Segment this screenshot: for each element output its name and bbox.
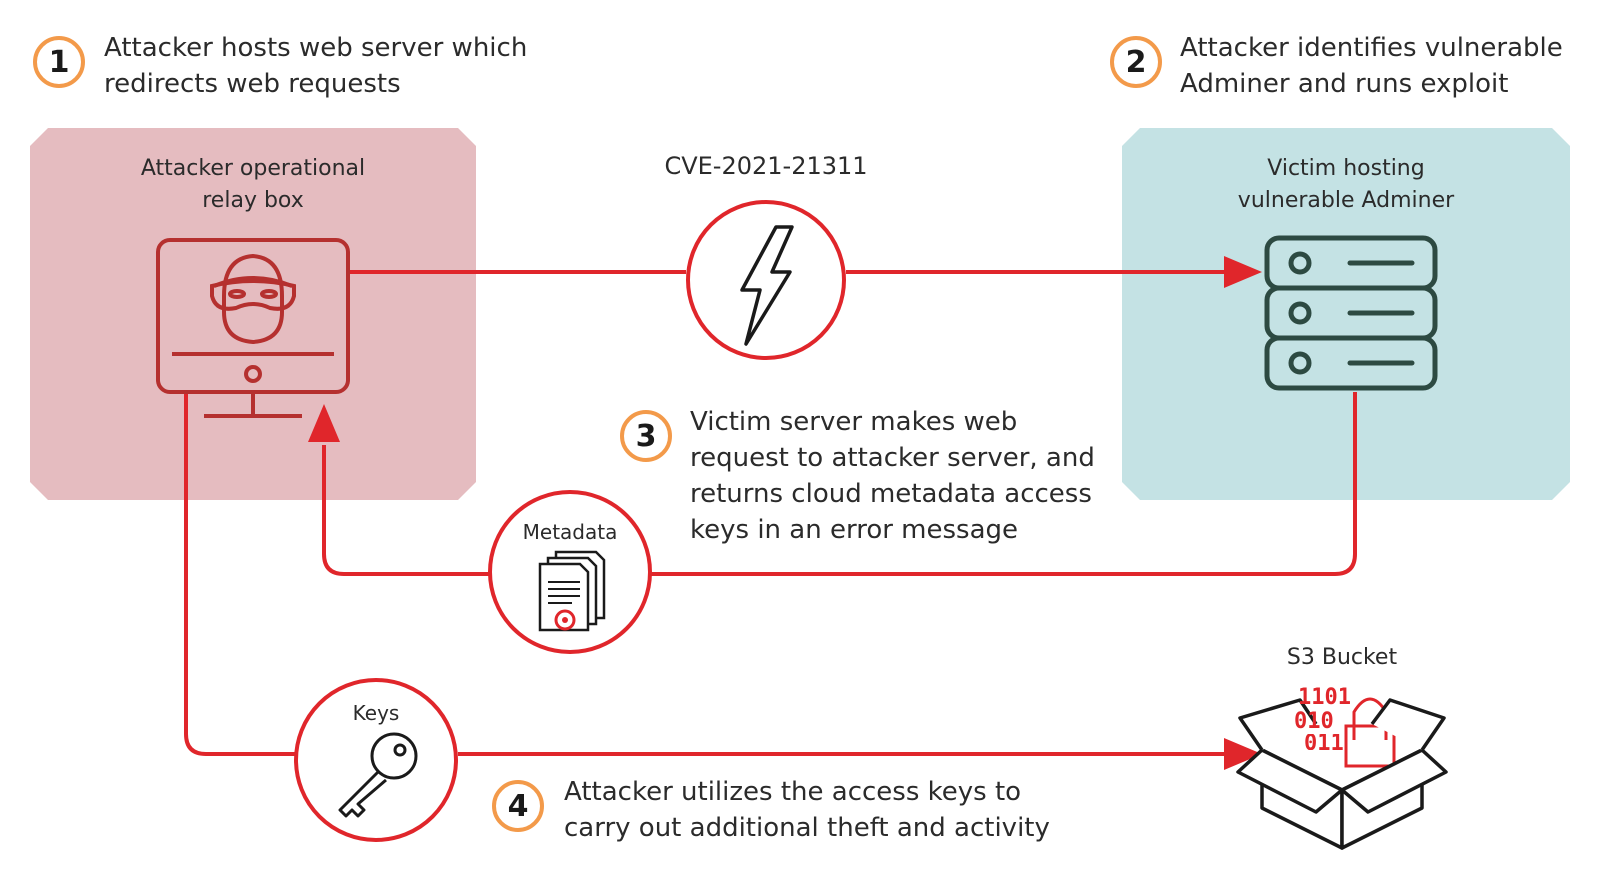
exploit-label: CVE-2021-21311 [664, 152, 868, 180]
attacker-box-title-2: relay box [202, 188, 304, 213]
step-1-badge: 1 [33, 36, 85, 88]
victim-box-title-1: Victim hosting [1267, 156, 1425, 181]
victim-box [1122, 128, 1570, 500]
binary-line-2: 010 [1294, 709, 1334, 734]
step-4-badge: 4 [492, 780, 544, 832]
server-stack-icon [1264, 235, 1438, 391]
step-1-line-1: Attacker hosts web server which [104, 33, 528, 63]
binary-line-3: 011 [1304, 734, 1344, 750]
step-2-badge: 2 [1110, 36, 1162, 88]
step-4-line-2: carry out additional theft and activity [564, 813, 1050, 843]
attacker-box [30, 128, 476, 500]
arrow-to-attacker [308, 404, 340, 442]
victim-box-title-2: vulnerable Adminer [1237, 188, 1455, 213]
flow-lines [184, 270, 1357, 756]
step-3-line-4: keys in an error message [690, 515, 1019, 545]
step-1-line-2: redirects web requests [104, 69, 401, 99]
step-3-badge: 3 [620, 410, 672, 462]
metadata-label: Metadata [522, 520, 618, 544]
step-3-line-2: request to attacker server, and [690, 443, 1095, 473]
s3-bucket-label: S3 Bucket [1286, 645, 1398, 670]
arrow-to-victim [1224, 256, 1262, 288]
key-icon [294, 678, 458, 842]
step-3-line-1: Victim server makes web [690, 407, 1018, 437]
document-stack-icon [488, 490, 652, 654]
step-3-line-3: returns cloud metadata access [690, 479, 1092, 509]
step-4-line-1: Attacker utilizes the access keys to [564, 777, 1022, 807]
binary-line-1: 1101 [1298, 685, 1351, 710]
attacker-box-title-1: Attacker operational [140, 156, 366, 181]
open-box-icon [1236, 697, 1448, 850]
lightning-icon [686, 200, 846, 360]
arrow-to-bucket [1224, 738, 1262, 770]
step-2-line-1: Attacker identifies vulnerable [1180, 33, 1563, 63]
hacker-monitor-icon [156, 238, 350, 418]
keys-label: Keys [352, 701, 400, 725]
step-2-line-2: Adminer and runs exploit [1180, 69, 1509, 99]
